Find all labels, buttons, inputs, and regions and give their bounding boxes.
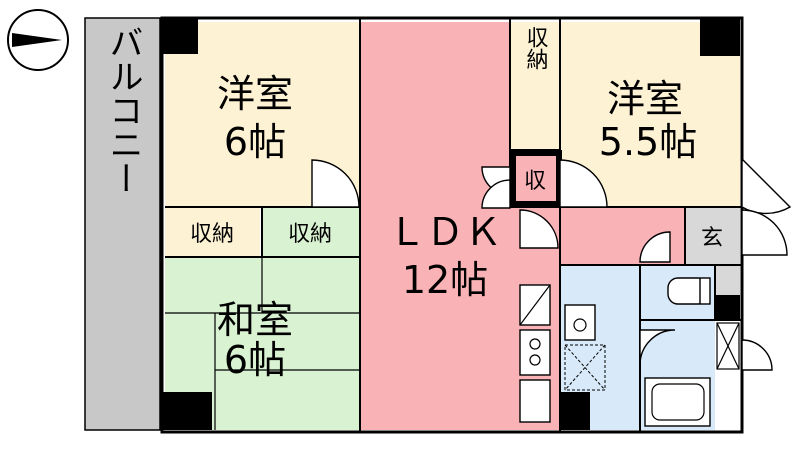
ldk-name: ＬＤＫ — [388, 210, 502, 254]
japanese-room-size: 6帖 — [224, 338, 286, 382]
ldk-size: 12帖 — [402, 258, 488, 302]
balcony-label: バルコニー — [103, 25, 143, 195]
tatami-lines — [165, 257, 360, 430]
japanese-room-name: 和室 — [217, 298, 293, 342]
western-room-2-name: 洋室 — [607, 77, 683, 121]
toilet-fixture — [667, 277, 711, 305]
columns — [162, 18, 740, 430]
storage-vertical-area — [510, 22, 560, 150]
storage-2-label: 収納 — [288, 222, 332, 247]
compass-icon — [7, 9, 69, 71]
doors — [311, 157, 792, 371]
washroom-fixtures — [564, 304, 606, 391]
entrance-area — [685, 207, 740, 265]
western-room-2-size: 5.5帖 — [599, 120, 697, 164]
entrance-floor-area — [715, 265, 740, 295]
western-room-1-name: 洋室 — [217, 72, 293, 116]
bathtub-fixture — [644, 377, 711, 427]
storage-2-area — [262, 207, 360, 257]
kitchen-fixtures — [519, 284, 551, 423]
storage-small-area — [510, 152, 560, 207]
storage-vertical-label: 収納 — [523, 26, 549, 70]
entrance-label: 玄 — [701, 226, 723, 251]
western-room-1-size: 6帖 — [224, 120, 286, 164]
storage-1-area — [165, 207, 260, 257]
storage-small-label: 収 — [524, 169, 546, 194]
storage-1-label: 収納 — [190, 222, 234, 247]
balcony-area — [84, 17, 161, 431]
